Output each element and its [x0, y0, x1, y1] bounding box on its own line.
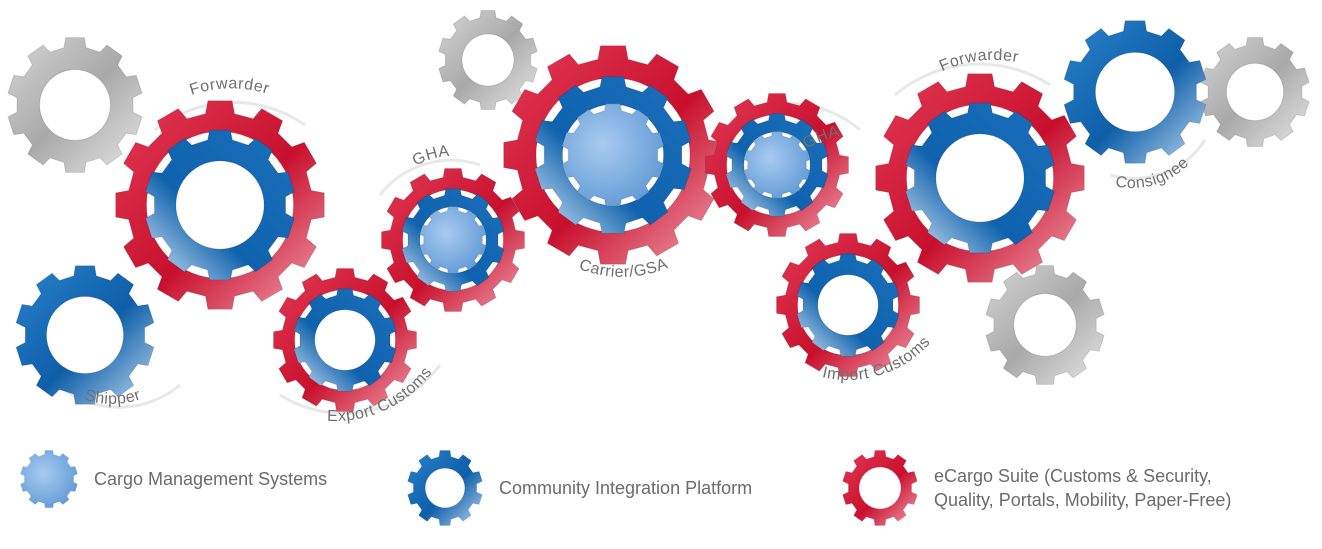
blue-gear-icon [144, 129, 296, 281]
grey-gear-icon [985, 265, 1105, 385]
gear-export-customs [273, 268, 417, 412]
gear-gha-right [705, 93, 849, 237]
legend-item-ecargo: eCargo Suite (Customs & Security, Qualit… [840, 448, 1231, 528]
gear-diagram: Forwarder Shipper Export Customs GHA Car… [7, 10, 1310, 425]
legend-label-ecargo: eCargo Suite (Customs & Security, Qualit… [934, 464, 1231, 512]
label-forwarder-left: Forwarder [188, 75, 272, 99]
gear-carrier-gsa [503, 45, 723, 265]
legend-label-cip: Community Integration Platform [499, 478, 753, 498]
gear-gha-left [381, 168, 525, 312]
legend-item-cip: Community Integration Platform [405, 448, 752, 528]
grey-gear-icon [7, 37, 143, 173]
gear-import-customs [776, 233, 920, 377]
legend-label-ecargo-line2: Quality, Portals, Mobility, Paper-Free) [934, 490, 1232, 510]
gear-grey-3 [985, 265, 1105, 385]
legend-label-ecargo-line1: eCargo Suite (Customs & Security, [934, 466, 1212, 486]
gear-consignee [1063, 20, 1207, 164]
blue-gear-icon [15, 265, 155, 405]
grey-gear-icon [438, 10, 538, 110]
gear-forwarder-right [875, 73, 1085, 283]
gear-grey-2 [438, 10, 538, 110]
legend-label-cms: Cargo Management Systems [94, 469, 328, 489]
label-gha-left: GHA [410, 143, 451, 170]
blue-gear-icon [293, 288, 397, 392]
light-blue-gear-icon [419, 206, 487, 274]
light-blue-gear-icon [743, 131, 811, 199]
red-gear-icon [842, 450, 918, 526]
legend-item-cms: Cargo Management Systems [18, 448, 327, 510]
gear-grey-1 [7, 37, 143, 173]
gear-forwarder-left [115, 100, 325, 310]
gear-grey-4 [1200, 37, 1310, 147]
label-shipper: Shipper [83, 386, 143, 407]
gear-shipper [15, 265, 155, 405]
blue-gear-icon [1063, 20, 1207, 164]
label-forwarder-right: Forwarder [937, 47, 1020, 75]
blue-gear-icon [407, 450, 483, 526]
light-blue-gear-icon [20, 450, 78, 508]
blue-gear-icon [904, 102, 1056, 254]
blue-gear-icon [796, 253, 900, 357]
grey-gear-icon [1200, 37, 1310, 147]
legend: Cargo Management Systems Community Integ… [0, 448, 1322, 549]
light-blue-gear-icon [561, 103, 665, 207]
